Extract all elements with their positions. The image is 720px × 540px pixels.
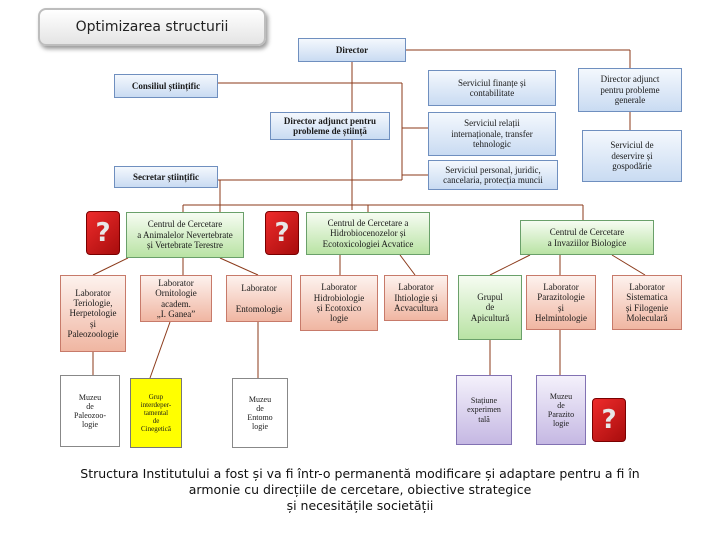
serviciul-deservire-box: Serviciul de deservire și gospodărie — [582, 130, 682, 182]
question-mark-icon: ? — [265, 211, 299, 255]
consiliul-stiintific-box: Consiliul științific — [114, 74, 218, 98]
serviciul-personal-box: Serviciul personal, juridic, cancelaria,… — [428, 160, 558, 190]
director-box: Director — [298, 38, 406, 62]
director-adjunct-stiinta-box: Director adjunct pentru probleme de știi… — [270, 112, 390, 140]
statiune-experimentala-box: Stațiune experimen tală — [456, 375, 512, 445]
laborator-ihtiologie-box: Laborator Ihtiologie și Acvacultura — [384, 275, 448, 321]
serviciul-finante-box: Serviciul finanțe și contabilitate — [428, 70, 556, 106]
muzeu-paleozoologie-box: Muzeu de Paleozoo- logie — [60, 375, 120, 447]
centrul-invazii-box: Centrul de Cercetare a Invaziilor Biolog… — [520, 220, 654, 255]
centrul-hidrobiocenoze-box: Centrul de Cercetare a Hidrobiocenozelor… — [306, 212, 430, 255]
muzeu-entomologie-box: Muzeu de Entomo logie — [232, 378, 288, 448]
grupul-apicultura-box: Grupul de Apicultură — [458, 275, 522, 340]
centrul-animale-box: Centrul de Cercetare a Animalelor Nevert… — [126, 212, 244, 258]
laborator-teriologie-box: Laborator Teriologie, Herpetologie și Pa… — [60, 275, 126, 352]
serviciul-relatii-box: Serviciul relații internaționale, transf… — [428, 112, 556, 156]
footer-caption: Structura Institutului a fost și va fi î… — [80, 466, 640, 513]
laborator-entomologie-box: Laborator Entomologie — [226, 275, 292, 322]
laborator-ornitologie-box: Laborator Ornitologie academ. „I. Ganea” — [140, 275, 212, 322]
grup-cinegetica-box: Grup interdeper- tamental de Cinegetică — [130, 378, 182, 448]
question-mark-icon: ? — [86, 211, 120, 255]
director-adjunct-generale-box: Director adjunct pentru probleme general… — [578, 68, 682, 112]
secretar-stiintific-box: Secretar științific — [114, 166, 218, 188]
laborator-parazitologie-box: Laborator Parazitologie și Helmintologie — [526, 275, 596, 330]
title-tab: Optimizarea structurii — [38, 8, 266, 46]
laborator-sistematica-box: Laborator Sistematica și Filogenie Molec… — [612, 275, 682, 330]
laborator-hidrobiologie-box: Laborator Hidrobiologie și Ecotoxico log… — [300, 275, 378, 331]
muzeu-parazitologie-box: Muzeu de Parazito logie — [536, 375, 586, 445]
question-mark-icon: ? — [592, 398, 626, 442]
